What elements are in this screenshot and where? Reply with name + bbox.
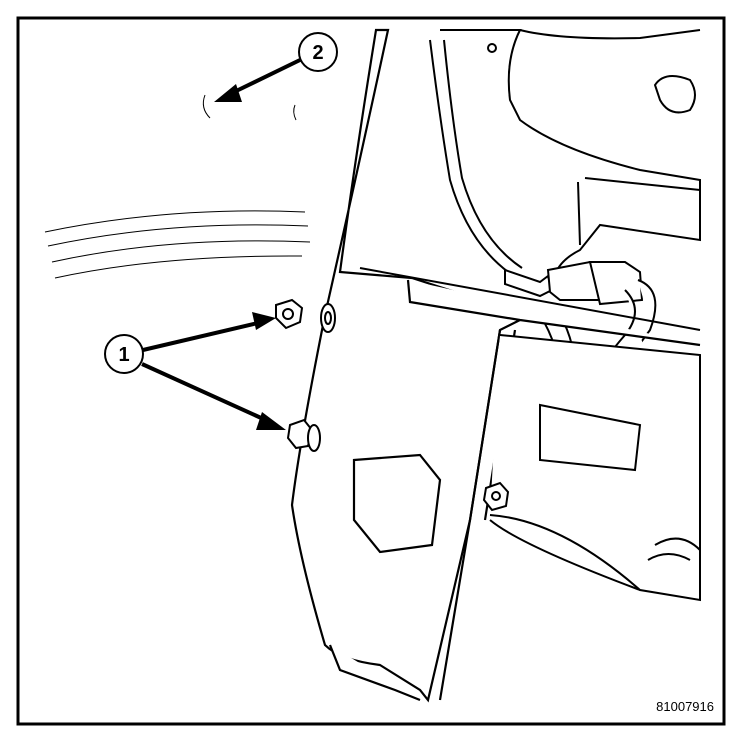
callout-2-circle: [298, 32, 338, 72]
callout-1-leader-lower: [141, 362, 271, 424]
callout-1-label: 1: [118, 344, 129, 366]
callout-1-arrowhead-upper: [252, 312, 276, 330]
fastener-upper: [275, 298, 336, 333]
callout-2-leader: [229, 58, 301, 96]
body-contour-lines: [44, 94, 311, 279]
callout-2-arrowhead: [214, 84, 242, 102]
callout-2-label: 2: [312, 42, 323, 64]
figure-id: 81007916: [656, 699, 714, 714]
callout-1: 1: [104, 312, 286, 430]
callout-2: 2: [214, 32, 338, 102]
fastener-lower: [286, 418, 321, 452]
callout-1-circle: [104, 334, 144, 374]
pillar-panel: [290, 28, 701, 703]
callout-1-arrowhead-lower: [256, 412, 286, 430]
fastener-frame: [482, 481, 510, 512]
lower-frame: [489, 334, 701, 602]
upper-housing: [429, 29, 701, 281]
callout-1-leader-upper: [142, 320, 263, 352]
